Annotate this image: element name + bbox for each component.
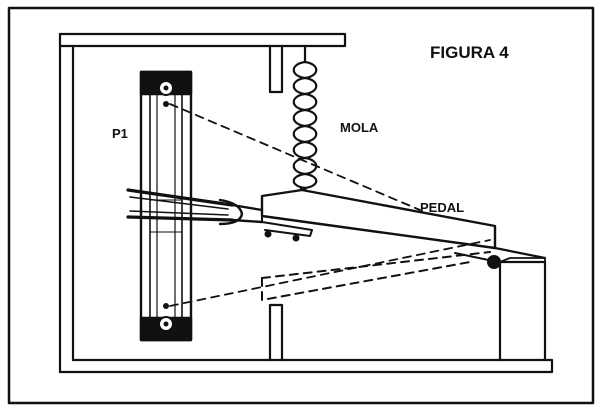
housing-lower-step [268,303,284,362]
dashed-linkages [169,103,491,307]
potentiometer-p1 [139,70,193,342]
fork-lever [126,188,264,226]
housing-bottom-beam [58,358,554,374]
pedal-upper [260,188,547,269]
housing-top-beam [58,32,347,48]
label-mola: MOLA [340,120,379,135]
spring-mola [292,44,318,194]
housing-bracket [268,44,284,94]
outer-frame [7,6,595,405]
right-pedestal [498,260,547,362]
potentiometer-outer [139,70,193,342]
label-pedal: PEDAL [420,200,464,215]
figure-title: FIGURA 4 [430,43,509,62]
pedestal-cap [499,257,546,263]
pedal-lower-dashed [261,251,491,301]
label-p1: P1 [112,126,128,141]
